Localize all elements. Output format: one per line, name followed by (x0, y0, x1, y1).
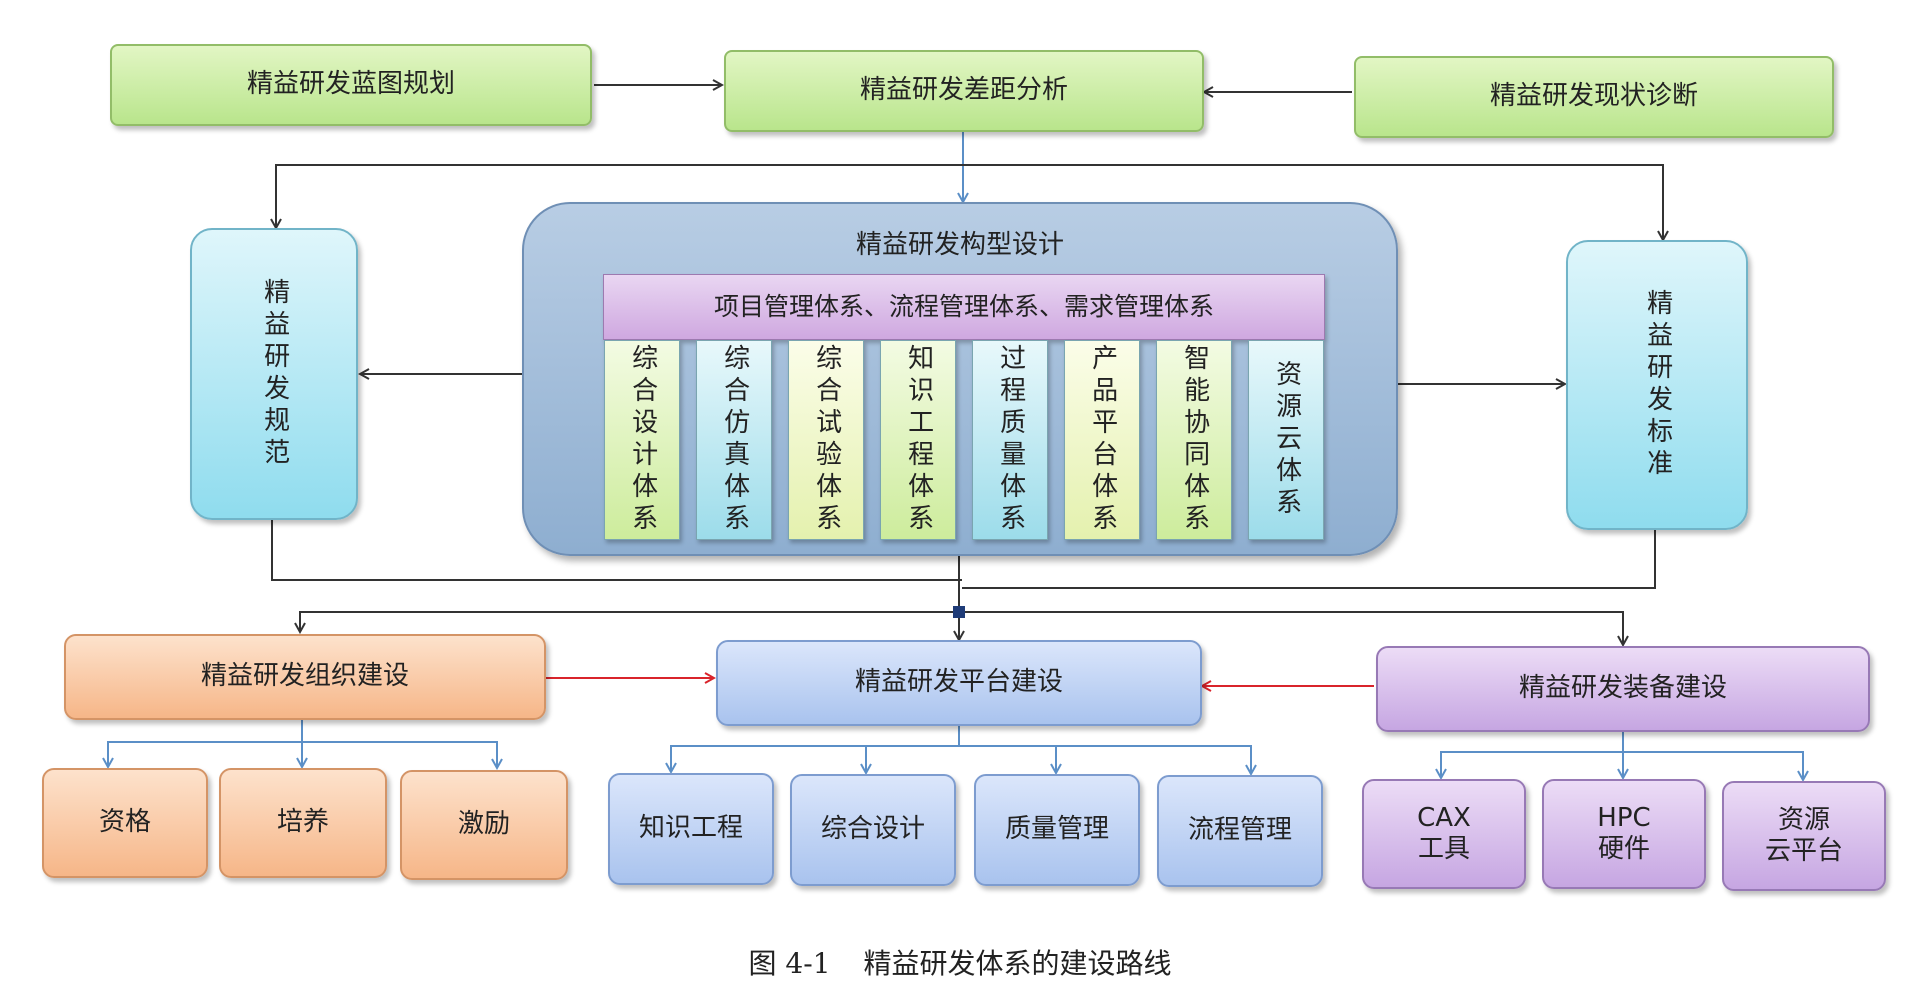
equipment-item-line2: 云平台 (1764, 836, 1843, 866)
equipment-construction-box: 精益研发装备建设 (1376, 646, 1870, 732)
dev-standard-label: 精益研发标准 (1642, 289, 1673, 481)
org-item-box: 资格 (42, 768, 208, 878)
system-column: 过程质量体系 (972, 340, 1048, 540)
management-system-label: 项目管理体系、流程管理体系、需求管理体系 (713, 292, 1214, 321)
figure-title: 精益研发体系的建设路线 (863, 947, 1172, 980)
system-column-label: 综合设计体系 (627, 344, 658, 536)
platform-item-label: 质量管理 (1004, 814, 1109, 845)
arrow-dist-to-equipment (959, 611, 1623, 645)
platform-item-box: 综合设计 (790, 774, 956, 886)
system-column: 综合仿真体系 (696, 340, 772, 540)
system-column-label: 过程质量体系 (995, 344, 1026, 536)
arrow-org-to-qual (108, 720, 303, 767)
gap-analysis-label: 精益研发差距分析 (859, 75, 1068, 106)
blueprint-planning-box: 精益研发蓝图规划 (110, 44, 592, 126)
org-item-box: 培养 (219, 768, 387, 878)
org-item-box: 激励 (400, 770, 568, 880)
arrow-bracket-to-spec (276, 164, 963, 228)
line-spec-down (271, 520, 962, 581)
platform-item-label: 流程管理 (1187, 815, 1292, 846)
platform-item-box: 质量管理 (974, 774, 1140, 886)
equipment-item-box: HPC 硬件 (1542, 779, 1706, 889)
system-column-label: 综合试验体系 (811, 344, 842, 536)
gap-analysis-box: 精益研发差距分析 (724, 50, 1204, 132)
dev-standard-box: 精益研发标准 (1566, 240, 1748, 530)
arrow-equipment-to-cloud (1623, 751, 1803, 780)
equipment-construction-label: 精益研发装备建设 (1518, 673, 1727, 704)
equipment-item-box: 资源 云平台 (1722, 781, 1886, 891)
arrow-bracket-to-standard (963, 164, 1663, 240)
system-column: 知识工程体系 (880, 340, 956, 540)
equipment-item-line1: CAX (1417, 802, 1471, 833)
status-diagnosis-box: 精益研发现状诊断 (1354, 56, 1834, 138)
management-system-band: 项目管理体系、流程管理体系、需求管理体系 (603, 274, 1325, 340)
system-column-label: 知识工程体系 (903, 344, 934, 536)
figure-caption: 图 4-1 精益研发体系的建设路线 (0, 942, 1920, 982)
equipment-item-line1: HPC (1597, 802, 1651, 833)
equipment-item-line1: 资源 (1777, 804, 1830, 835)
system-column: 资源云体系 (1248, 340, 1324, 540)
system-column-label: 资源云体系 (1271, 360, 1302, 520)
org-construction-box: 精益研发组织建设 (64, 634, 546, 720)
platform-construction-box: 精益研发平台建设 (716, 640, 1202, 726)
arrow-platform-to-design (866, 745, 959, 773)
equipment-item-box: CAX 工具 (1362, 779, 1526, 889)
org-construction-label: 精益研发组织建设 (200, 661, 409, 692)
system-column: 综合试验体系 (788, 340, 864, 540)
arrow-dist-to-org (300, 611, 959, 632)
configuration-design-title: 精益研发构型设计 (855, 230, 1064, 260)
org-item-label: 培养 (276, 807, 329, 838)
org-item-label: 激励 (457, 809, 510, 840)
system-column-label: 产品平台体系 (1087, 344, 1118, 536)
system-column-label: 综合仿真体系 (719, 344, 750, 536)
platform-item-label: 综合设计 (820, 814, 925, 845)
dev-spec-label: 精益研发规范 (259, 278, 290, 470)
arrow-platform-to-knowledge (671, 725, 960, 772)
blueprint-planning-label: 精益研发蓝图规划 (246, 69, 455, 100)
arrow-org-to-incent (302, 741, 497, 768)
platform-item-box: 流程管理 (1157, 775, 1323, 887)
platform-construction-label: 精益研发平台建设 (854, 667, 1063, 698)
org-item-label: 资格 (98, 807, 151, 838)
status-diagnosis-label: 精益研发现状诊断 (1489, 81, 1698, 112)
system-column: 智能协同体系 (1156, 340, 1232, 540)
junction-node (953, 606, 965, 618)
arrow-platform-to-quality (959, 745, 1056, 773)
arrow-equipment-to-cax (1441, 730, 1624, 778)
platform-item-label: 知识工程 (638, 813, 743, 844)
line-standard-down (962, 530, 1656, 589)
equipment-item-line2: 工具 (1417, 834, 1470, 864)
equipment-item-line2: 硬件 (1597, 834, 1650, 864)
system-column: 综合设计体系 (604, 340, 680, 540)
dev-spec-box: 精益研发规范 (190, 228, 358, 520)
system-column-label: 智能协同体系 (1179, 344, 1210, 536)
arrow-platform-to-process (959, 745, 1251, 774)
system-column: 产品平台体系 (1064, 340, 1140, 540)
platform-item-box: 知识工程 (608, 773, 774, 885)
figure-number: 图 4-1 (748, 947, 831, 980)
